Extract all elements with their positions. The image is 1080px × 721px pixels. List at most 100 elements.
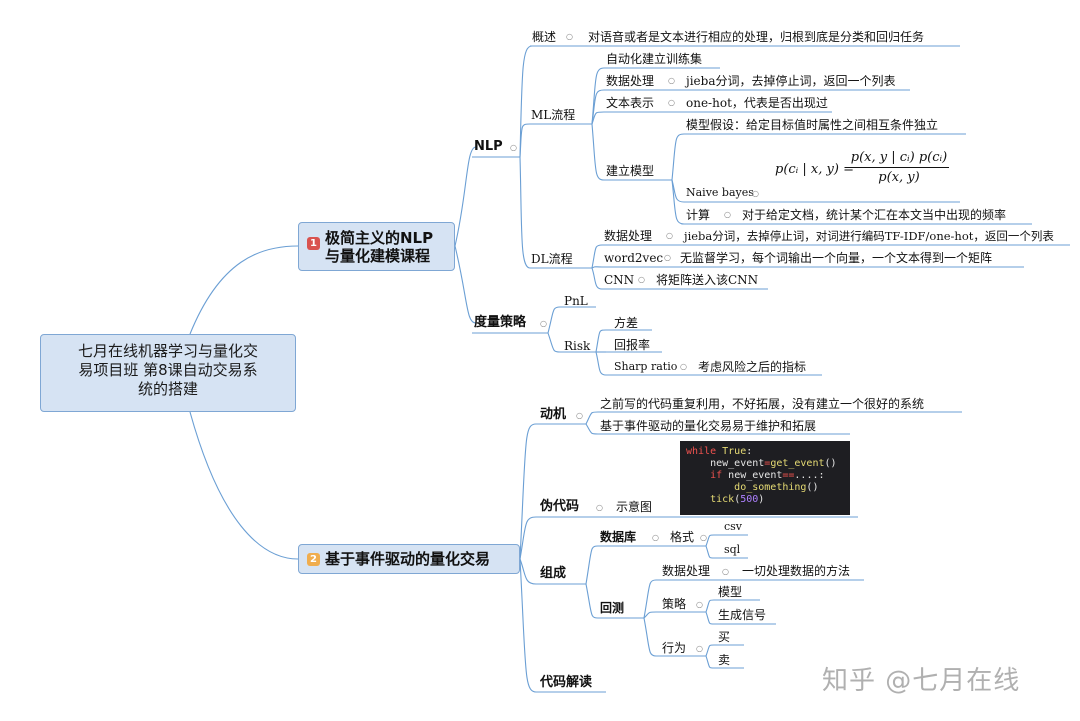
- collapse-icon: ○: [664, 253, 671, 262]
- collapse-icon: ○: [596, 503, 603, 512]
- collapse-icon: ○: [680, 362, 687, 371]
- connector: [519, 156, 531, 269]
- connector: [705, 545, 715, 559]
- connector: [591, 267, 603, 290]
- connector: [643, 579, 657, 619]
- word2vec-text: 无监督学习，每个词输出一个向量，一个文本得到一个矩阵: [680, 251, 993, 265]
- watermark: 知乎 @七月在线: [822, 666, 1021, 696]
- collapse-icon: ○: [540, 319, 547, 328]
- section-1-badge: 1: [307, 237, 320, 250]
- connector: [519, 558, 537, 585]
- build-model-label: 建立模型: [606, 164, 655, 178]
- connector: [585, 545, 599, 585]
- action-label: 行为: [662, 641, 687, 655]
- collapse-icon: ○: [566, 32, 573, 41]
- connector: [519, 123, 531, 158]
- connector: [585, 423, 599, 435]
- formula-numerator: p(x, y | cᵢ) p(cᵢ): [849, 150, 949, 168]
- return-rate-label: 回报率: [614, 338, 651, 352]
- buy-label: 买: [718, 630, 731, 644]
- connector: [595, 329, 607, 353]
- code-line: new_event=get_event(): [710, 458, 837, 469]
- formula-fraction: p(x, y | cᵢ) p(cᵢ) p(x, y): [849, 150, 949, 185]
- collapse-icon: ○: [668, 76, 675, 85]
- code-line: while True:: [686, 446, 753, 457]
- text-repr-text: one-hot，代表是否出现过: [686, 96, 828, 110]
- connector: [454, 146, 477, 247]
- model-label: 模型: [718, 585, 743, 599]
- collapse-icon: ○: [700, 533, 707, 542]
- format-label: 格式: [670, 530, 695, 544]
- calc-text: 对于给定文档，统计某个汇在本文当中出现的频率: [742, 208, 1007, 222]
- overview-label: 概述: [532, 30, 557, 44]
- collapse-icon: ○: [668, 98, 675, 107]
- connector: [643, 611, 657, 619]
- connector: [519, 516, 537, 560]
- connector: [547, 332, 561, 353]
- connector: [591, 266, 603, 269]
- code-line: if new_event==....:: [710, 470, 825, 481]
- sharp-ratio-note: 考虑风险之后的指标: [698, 360, 807, 374]
- variance-label: 方差: [614, 316, 639, 330]
- bt-data-proc-text: 一切处理数据的方法: [742, 564, 851, 578]
- risk-label: Risk: [564, 339, 591, 353]
- calc-label: 计算: [686, 208, 711, 222]
- csv-label: csv: [724, 520, 743, 533]
- section-1-line-1: 极简主义的NLP: [325, 229, 434, 247]
- section-2-badge: 2: [307, 553, 320, 566]
- connector: [585, 583, 599, 619]
- motive-item-2: 基于事件驱动的量化交易易于维护和拓展: [600, 419, 817, 433]
- compose-node: 组成: [540, 566, 567, 581]
- pseudo-node: 伪代码: [540, 499, 580, 514]
- connector: [519, 45, 533, 158]
- ml-flow-label: ML流程: [531, 108, 576, 122]
- cnn-label: CNN: [604, 273, 635, 287]
- connector: [671, 179, 685, 225]
- model-assumption: 模型假设：给定目标值时属性之间相互条件独立: [686, 118, 939, 132]
- text-repr-label: 文本表示: [606, 96, 655, 110]
- connector: [547, 306, 561, 334]
- section-1-node: 1 极简主义的NLP 与量化建模课程: [298, 222, 455, 271]
- root-node: 七月在线机器学习与量化交 易项目班 第8课自动交易系 统的搭建: [40, 334, 296, 412]
- code-read-node: 代码解读: [540, 675, 593, 690]
- ml-data-proc-label: 数据处理: [606, 74, 655, 88]
- connector: [705, 611, 715, 625]
- strategy-label: 策略: [662, 597, 687, 611]
- root-line-3: 统的搭建: [137, 380, 198, 398]
- connector: [519, 423, 537, 560]
- pseudo-code-image: while True: new_event=get_event() if new…: [680, 441, 850, 515]
- code-line: do_something(): [734, 482, 819, 493]
- connector: [585, 411, 599, 425]
- formula-lhs: p(cᵢ | x, y) =: [775, 162, 854, 177]
- pnl-label: PnL: [564, 294, 588, 308]
- code-line: tick(500): [710, 494, 765, 505]
- overview-text: 对语音或者是文本进行相应的处理，归根到底是分类和回归任务: [588, 30, 925, 44]
- collapse-icon: ○: [722, 567, 729, 576]
- connector: [705, 644, 715, 657]
- connector: [591, 89, 605, 125]
- section-2-label: 基于事件驱动的量化交易: [325, 550, 491, 568]
- collapse-icon: ○: [724, 210, 731, 219]
- connector: [705, 599, 715, 613]
- connector: [591, 111, 605, 125]
- nlp-node: NLP: [474, 139, 503, 154]
- section-1-line-2: 与量化建模课程: [325, 247, 431, 265]
- collapse-icon: ○: [510, 143, 517, 152]
- connector: [454, 245, 477, 324]
- sharp-ratio-label: Sharp ratio: [614, 360, 678, 373]
- cnn-text: 将矩阵送入该CNN: [656, 273, 759, 287]
- naive-bayes-label: Naive bayes: [686, 186, 754, 199]
- collapse-icon: ○: [696, 644, 703, 653]
- connector: [671, 133, 685, 181]
- collapse-icon: ○: [638, 275, 645, 284]
- ml-data-proc-text: jieba分词，去掉停止词，返回一个列表: [686, 74, 896, 88]
- connector: [591, 244, 603, 269]
- bt-data-proc-label: 数据处理: [662, 564, 711, 578]
- metric-node: 度量策略: [474, 315, 527, 330]
- connector: [591, 67, 605, 125]
- database-node: 数据库: [600, 530, 637, 544]
- dl-flow-label: DL流程: [531, 252, 573, 266]
- connector: [189, 245, 299, 335]
